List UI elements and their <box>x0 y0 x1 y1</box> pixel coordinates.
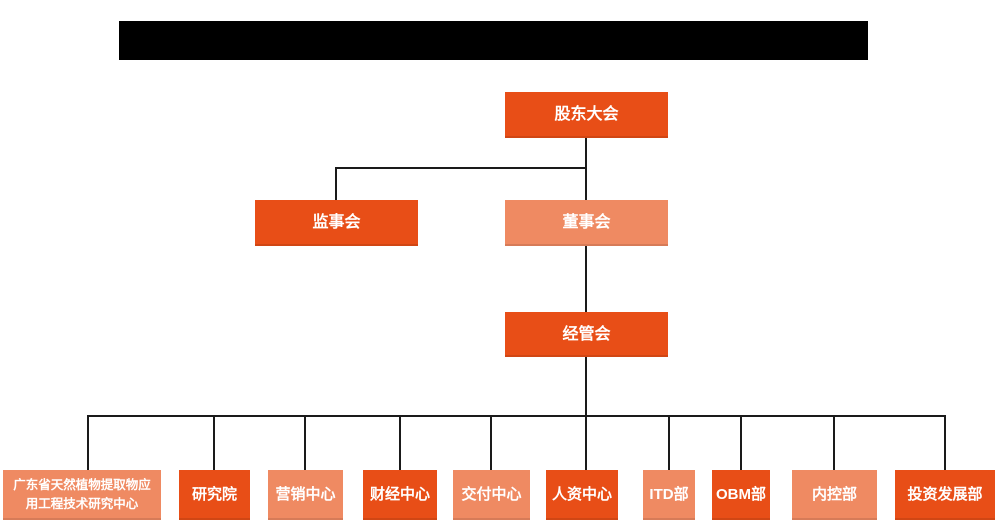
connector-drop-dept-7 <box>668 415 670 470</box>
node-dept-internal-control: 内控部 <box>792 470 877 520</box>
node-dept-marketing-center: 营销中心 <box>268 470 343 520</box>
node-label: 人资中心 <box>551 485 612 503</box>
connector-board-to-management <box>585 246 587 312</box>
connector-drop-dept-3 <box>304 415 306 470</box>
node-label: 董事会 <box>562 214 611 232</box>
redacted-title-bar <box>119 21 868 60</box>
node-label: 交付中心 <box>461 485 522 503</box>
connector-shareholders-to-board <box>585 138 587 200</box>
node-dept-investment-development: 投资发展部 <box>895 470 995 520</box>
connector-drop-dept-8 <box>740 415 742 470</box>
node-label: 研究院 <box>191 485 237 503</box>
node-dept-finance-center: 财经中心 <box>363 470 437 520</box>
node-label: ITD部 <box>649 485 689 503</box>
connector-branch-to-supervisory <box>335 167 337 200</box>
node-board-of-directors: 董事会 <box>505 200 668 246</box>
node-label: 内控部 <box>811 485 857 503</box>
connector-drop-dept-9 <box>833 415 835 470</box>
connector-drop-dept-5 <box>490 415 492 470</box>
node-dept-research-institute: 研究院 <box>179 470 250 520</box>
connector-drop-dept-4 <box>399 415 401 470</box>
connector-drop-dept-1 <box>87 415 89 470</box>
node-label: 经管会 <box>562 325 611 343</box>
connector-branch-horizontal <box>335 167 587 169</box>
node-label: 广东省天然植物提取物应用工程技术研究中心 <box>13 478 151 511</box>
connector-drop-dept-2 <box>213 415 215 470</box>
node-label: 股东大会 <box>554 106 619 124</box>
node-management-committee: 经管会 <box>505 312 668 357</box>
connector-management-down <box>585 357 587 470</box>
node-label: 营销中心 <box>275 485 336 503</box>
connector-drop-dept-10 <box>944 415 946 470</box>
node-dept-obm: OBM部 <box>712 470 770 520</box>
node-dept-hr-center: 人资中心 <box>546 470 618 520</box>
node-label: OBM部 <box>716 485 766 503</box>
node-dept-delivery-center: 交付中心 <box>453 470 530 520</box>
node-label: 财经中心 <box>369 485 430 503</box>
node-dept-itd: ITD部 <box>643 470 695 520</box>
node-dept-research-center: 广东省天然植物提取物应用工程技术研究中心 <box>3 470 161 520</box>
node-supervisory-board: 监事会 <box>255 200 418 246</box>
node-label: 投资发展部 <box>907 485 983 503</box>
node-shareholders-meeting: 股东大会 <box>505 92 668 138</box>
node-label: 监事会 <box>312 214 361 232</box>
connector-distribution-horizontal <box>87 415 946 417</box>
